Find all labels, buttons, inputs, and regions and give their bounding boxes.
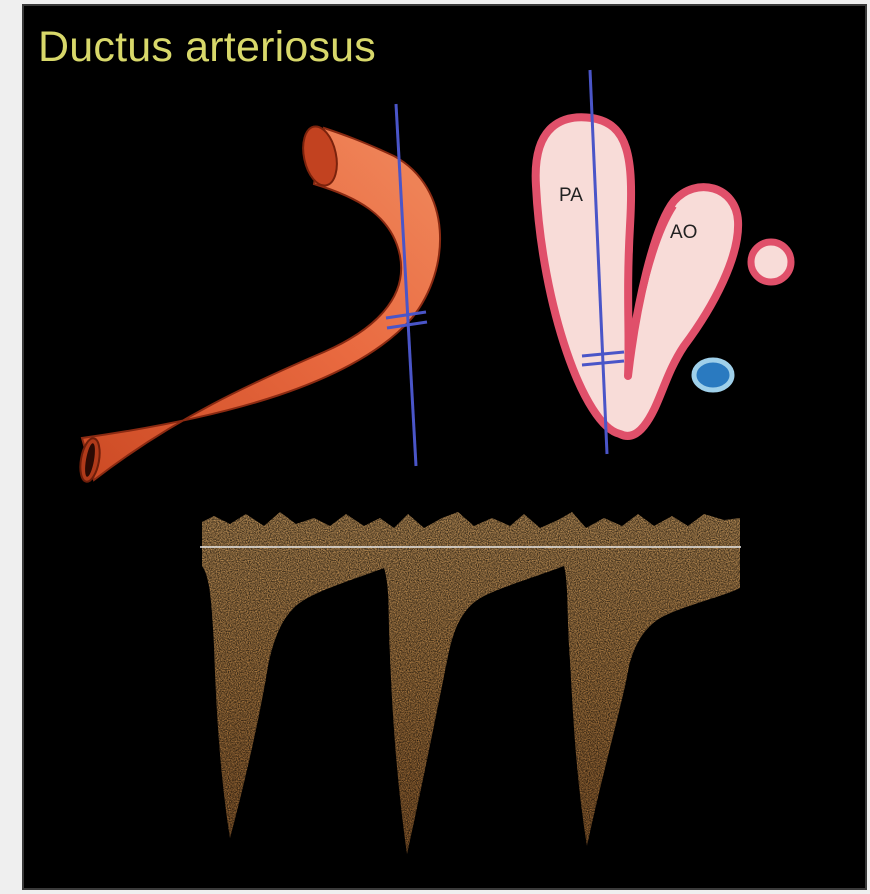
figure-frame: PA AO Ductus arteriosus [22,4,867,890]
figure-title: Ductus arteriosus [38,26,376,69]
ductus-vessel [77,123,440,483]
small-vessel-blue [694,360,732,390]
ao-label: AO [670,222,697,243]
small-vessel-pink [751,242,791,282]
pa-label: PA [559,185,583,206]
doppler-spectrum [200,512,741,854]
illustration: PA AO [24,6,867,890]
